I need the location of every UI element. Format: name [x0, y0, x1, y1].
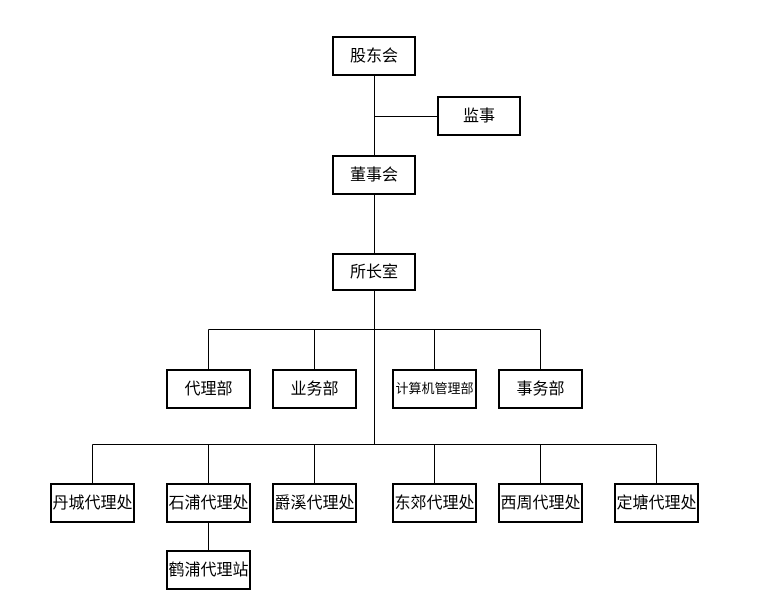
node-affairs-dept: 事务部 [498, 369, 583, 409]
node-dancheng-office: 丹城代理处 [50, 483, 135, 523]
node-dongjiao-office: 东郊代理处 [392, 483, 477, 523]
node-agency-dept: 代理部 [166, 369, 251, 409]
node-dingtang-office: 定塘代理处 [614, 483, 699, 523]
node-computer-dept: 计算机管理部 [392, 369, 477, 409]
node-hepu-station: 鹤浦代理站 [166, 550, 251, 590]
node-director-office: 所长室 [332, 253, 416, 291]
node-xizhou-office: 西周代理处 [498, 483, 583, 523]
node-juexi-office: 爵溪代理处 [272, 483, 357, 523]
node-board: 董事会 [332, 155, 416, 195]
node-shareholders: 股东会 [332, 36, 416, 76]
node-shipu-office: 石浦代理处 [166, 483, 251, 523]
node-supervisor: 监事 [437, 96, 521, 136]
node-business-dept: 业务部 [272, 369, 357, 409]
